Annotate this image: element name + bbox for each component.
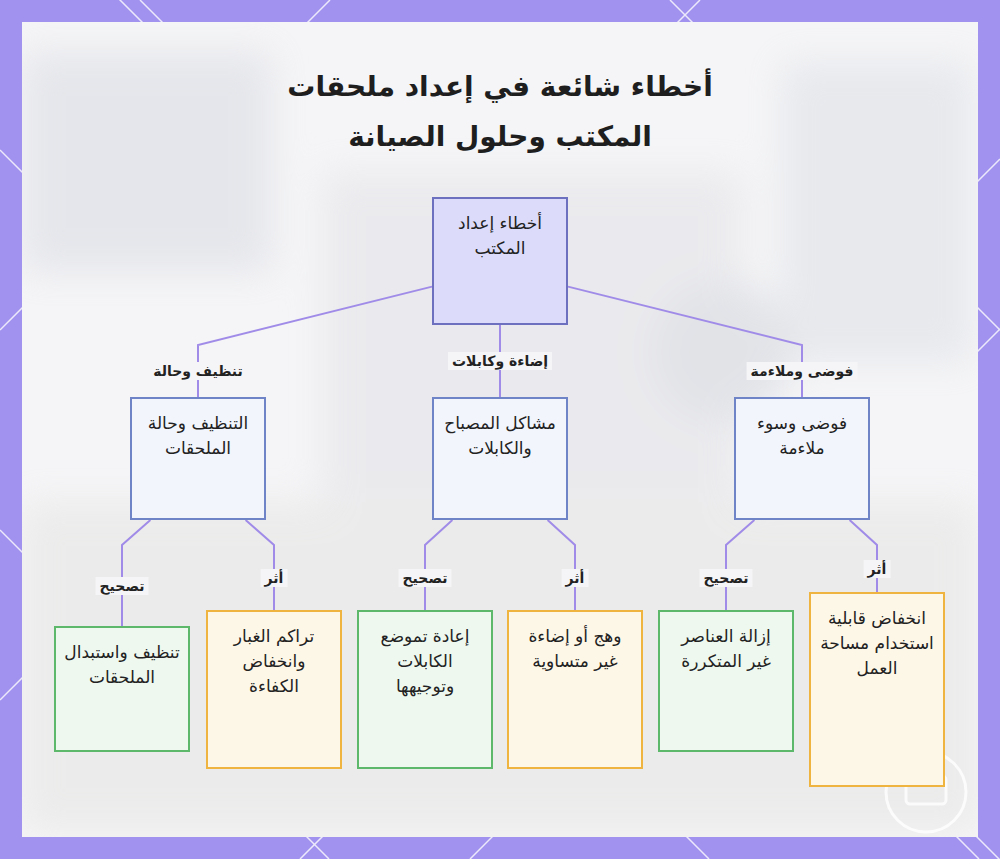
connector-line [198,287,432,397]
edge-label: تصحيح [399,569,452,587]
node-text: تنظيف واستبدال الملحقات [64,640,180,690]
node-text: مشاكل المصباح والكابلات [442,411,558,461]
node-text: وهج أو إضاءة غير متساوية [517,624,633,674]
connector-line [246,520,274,610]
effect-box: انخفاض قابلية استخدام مساحة العمل [809,592,945,787]
edge-label: تصحيح [96,577,149,595]
fix-box: إعادة تموضع الكابلات وتوجيهها [357,610,493,769]
effect-box: وهج أو إضاءة غير متساوية [507,610,643,769]
edge-label: تصحيح [700,569,753,587]
fix-box: إزالة العناصر غير المتكررة [658,610,794,752]
category-box: فوضى وسوء ملاءمة [734,397,870,520]
fix-box: تنظيف واستبدال الملحقات [54,626,190,752]
connector-line [568,287,802,397]
category-box: مشاكل المصباح والكابلات [432,397,568,520]
connector-line [425,520,452,610]
edge-label: فوضى وملاءمة [747,362,858,380]
edge-label: تنظيف وحالة [149,362,247,380]
node-text: انخفاض قابلية استخدام مساحة العمل [819,606,935,681]
node-text: أخطاء إعداد المكتب [442,211,558,261]
effect-box: تراكم الغبار وانخفاض الكفاءة [206,610,342,769]
connector-line [122,520,150,626]
diagram-title: أخطاء شائعة في إعداد ملحقات المكتب وحلول… [250,62,750,162]
root-box: أخطاء إعداد المكتب [432,197,568,325]
category-box: التنظيف وحالة الملحقات [130,397,266,520]
node-text: تراكم الغبار وانخفاض الكفاءة [216,624,332,699]
edge-label: أثر [864,560,891,578]
connector-line [726,520,754,610]
node-text: التنظيف وحالة الملحقات [140,411,256,461]
connector-line [548,520,575,610]
connector-line [850,520,877,592]
edge-label: أثر [562,569,589,587]
node-text: إعادة تموضع الكابلات وتوجيهها [367,624,483,699]
edge-label: أثر [261,569,288,587]
node-text: فوضى وسوء ملاءمة [744,411,860,461]
edge-label: إضاءة وكابلات [448,352,552,370]
node-text: إزالة العناصر غير المتكررة [668,624,784,674]
